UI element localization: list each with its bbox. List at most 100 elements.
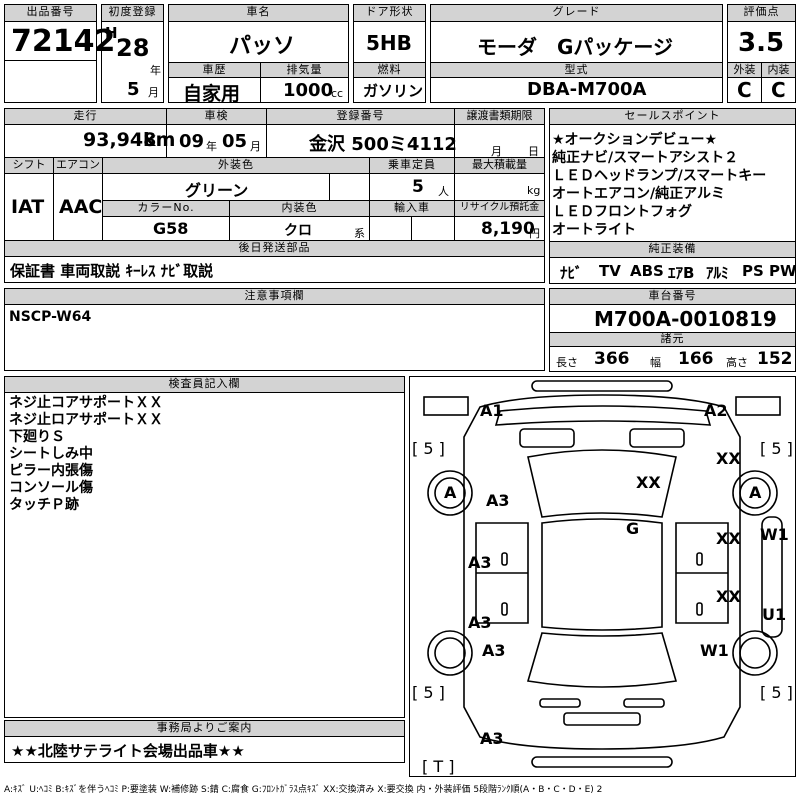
mark-bracket-tl: [ 5 ] xyxy=(412,439,445,458)
mark-xx-fr-door: XX xyxy=(716,529,741,548)
office-cell: ★★北陸サテライト会場出品車★★ xyxy=(4,736,405,763)
mark-a3-rear: A3 xyxy=(480,729,504,748)
shift: IAT xyxy=(11,196,45,218)
chassis-cell: M700A-0010819 xyxy=(549,304,796,333)
ac-cell: AAC xyxy=(53,173,103,241)
mark-w1-rr: W1 xyxy=(700,641,729,660)
specs-cell: 長さ 366 幅 166 高さ 152 xyxy=(549,346,796,372)
ext-score: C xyxy=(737,78,752,102)
color-label: 外装色 xyxy=(102,157,370,174)
sales-points-cell: ★オークションデビュー★ 純正ナビ/スマートアシスト２ ＬＥＤヘッドランプ/スマ… xyxy=(549,124,796,242)
fuel: ガソリン xyxy=(363,82,424,100)
capacity-label: 乗車定員 xyxy=(369,157,455,174)
int-score-cell: C xyxy=(761,77,796,103)
int-score: C xyxy=(771,78,786,102)
displacement-unit: cc xyxy=(331,87,344,100)
later-parts-cell: 保証書 車両取説 ｷｰﾚｽ ﾅﾋﾞ取説 xyxy=(4,256,545,283)
int-color-label: 内装色 xyxy=(229,200,370,217)
displacement: 1000 xyxy=(283,80,334,101)
capacity: 5 xyxy=(412,177,424,197)
lot-label: 出品番号 xyxy=(4,4,97,22)
transfer-cell: 月 日 xyxy=(454,124,545,158)
width: 166 xyxy=(678,349,714,369)
displacement-cell: 1000 cc xyxy=(260,77,349,103)
score: 3.5 xyxy=(738,28,785,58)
history-label: 車歴 xyxy=(168,62,261,78)
int-color-unit: 系 xyxy=(354,227,365,240)
int-score-label: 内装 xyxy=(761,62,796,78)
ext-score-cell: C xyxy=(727,77,762,103)
lot-blank xyxy=(4,60,97,103)
grade-label: グレード xyxy=(430,4,723,22)
legend: A:ｷｽﾞ U:ﾍｺﾐ B:ｷｽﾞを伴うﾍｺﾐ P:要塗装 W:補修跡 S:錆 … xyxy=(4,785,603,795)
car-outline xyxy=(423,380,783,768)
mark-a3-rl-fender: A3 xyxy=(482,641,506,660)
recycle-unit: 円 xyxy=(529,227,540,240)
transfer-label: 譲渡書類期限 xyxy=(454,108,545,125)
equip-tv: TV xyxy=(599,262,621,280)
recycle-cell: 8,190 円 xyxy=(454,216,545,241)
sales-points-label: セールスポイント xyxy=(549,108,796,125)
history: 自家用 xyxy=(183,83,241,105)
first-reg-era: H xyxy=(105,24,118,42)
grade-cell: モーダ Gパッケージ xyxy=(430,21,723,63)
equipment-label: 純正装備 xyxy=(549,241,796,258)
height: 152 xyxy=(757,349,793,369)
first-reg-year-unit: 年 xyxy=(150,64,161,77)
load-label: 最大積載量 xyxy=(454,157,545,174)
chassis-label: 車台番号 xyxy=(549,288,796,305)
sales-point-item: ＬＥＤヘッドランプ/スマートキー xyxy=(552,168,767,184)
plate-cell: 金沢 500ミ4112 xyxy=(266,124,457,158)
mileage-unit: km xyxy=(143,129,176,151)
equipment-cell: ﾅﾋﾞ TV ABS ｴｱB ｱﾙﾐ PS PW xyxy=(549,257,797,284)
mark-a3-rl-door: A3 xyxy=(468,613,492,632)
equip-airbag: ｴｱB xyxy=(668,264,695,282)
first-reg-year: 28 xyxy=(116,34,150,62)
mark-bracket-tr: [ 5 ] xyxy=(760,439,793,458)
equip-navi: ﾅﾋﾞ xyxy=(560,264,583,282)
equip-abs: ABS xyxy=(630,262,664,280)
inspector-line: ピラー内張傷 xyxy=(9,463,93,479)
mark-xx-rr-door: XX xyxy=(716,587,741,606)
insp-month-unit: 月 xyxy=(250,140,261,153)
sales-point-item: 純正ナビ/スマートアシスト２ xyxy=(552,150,739,166)
inspector-line: ネジ止ロアサポートＸＸ xyxy=(9,412,163,428)
shift-cell: IAT xyxy=(4,173,54,241)
mark-bracket-br: [ 5 ] xyxy=(760,683,793,702)
score-label: 評価点 xyxy=(727,4,796,22)
mark-a2: A2 xyxy=(704,401,728,420)
door: 5HB xyxy=(366,31,412,55)
capacity-unit: 人 xyxy=(438,185,449,198)
width-label: 幅 xyxy=(650,356,661,369)
grade: モーダ Gパッケージ xyxy=(477,35,674,59)
later-parts-label: 後日発送部品 xyxy=(4,240,545,257)
inspector-label: 検査員記入欄 xyxy=(4,376,405,393)
score-cell: 3.5 xyxy=(727,21,796,63)
load-unit: kg xyxy=(527,184,541,197)
mark-a3-fender: A3 xyxy=(486,491,510,510)
later-parts-text: 保証書 車両取説 ｷｰﾚｽ ﾅﾋﾞ取説 xyxy=(10,262,214,280)
insp-month: 05 xyxy=(222,131,248,152)
mileage: 93,948 xyxy=(83,129,157,151)
sales-points-list: ★オークションデビュー★ 純正ナビ/スマートアシスト２ ＬＥＤヘッドランプ/スマ… xyxy=(552,131,766,239)
mark-g-glass: G xyxy=(626,519,640,538)
length-label: 長さ xyxy=(556,356,578,369)
ac: AAC xyxy=(59,196,103,218)
notes-text: NSCP-W64 xyxy=(9,309,92,325)
notes-label: 注意事項欄 xyxy=(4,288,545,305)
specs-label: 諸元 xyxy=(549,332,796,347)
office-text: ★★北陸サテライト会場出品車★★ xyxy=(11,742,245,760)
car-name-label: 車名 xyxy=(168,4,349,22)
displacement-label: 排気量 xyxy=(260,62,349,78)
shift-label: シフト xyxy=(4,157,54,174)
capacity-cell: 5 人 xyxy=(369,173,455,201)
mark-xx-fr-fender: XX xyxy=(716,449,741,468)
first-reg-month: 5 xyxy=(127,79,140,100)
length: 366 xyxy=(594,349,630,369)
sales-point-item: ＬＥＤフロントフォグ xyxy=(552,204,692,220)
equip-ps: PS xyxy=(742,262,764,280)
color: グリーン xyxy=(185,181,249,200)
plate-label: 登録番号 xyxy=(266,108,455,125)
office-label: 事務局よりご案内 xyxy=(4,720,405,737)
mark-xx-hood: XX xyxy=(636,473,661,492)
